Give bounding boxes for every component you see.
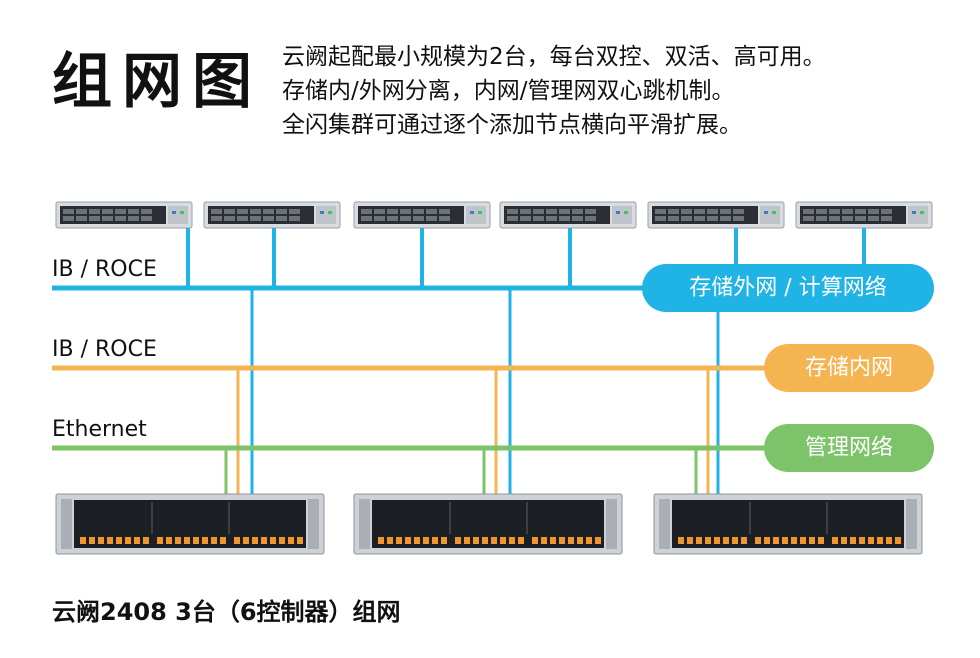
storage-links-internal	[236, 368, 710, 494]
storage-array-2u-icon	[55, 493, 325, 555]
storage-links-external	[250, 288, 720, 494]
storage-array-2u-icon	[353, 493, 623, 555]
pill-external-network-text: 存储外网 / 计算网络	[689, 276, 886, 301]
network-label-internal: IB / ROCE	[52, 337, 157, 362]
rack-server-1u-icon	[203, 201, 341, 229]
description-line-1: 云阙起配最小规模为2台，每台双控、双活、高可用。	[282, 44, 826, 70]
rack-server-1u-icon	[353, 201, 491, 229]
pill-external-network: 存储外网 / 计算网络	[642, 264, 934, 312]
storage-array-2u-icon	[653, 493, 923, 555]
description-line-3: 全闪集群可通过逐个添加节点横向平滑扩展。	[282, 112, 742, 138]
rack-server-1u-icon	[499, 201, 637, 229]
pill-internal-network: 存储内网	[764, 344, 934, 392]
pill-internal-network-text: 存储内网	[805, 356, 893, 381]
rack-server-1u-icon	[795, 201, 933, 229]
rack-server-1u-icon	[55, 201, 193, 229]
compute-servers	[55, 201, 933, 229]
page-title: 组网图	[52, 47, 262, 117]
rack-server-1u-icon	[647, 201, 785, 229]
diagram-caption: 云阙2408 3台（6控制器）组网	[52, 598, 401, 626]
description-line-2: 存储内/外网分离，内网/管理网双心跳机制。	[282, 78, 735, 104]
network-label-management: Ethernet	[52, 417, 147, 442]
storage-nodes	[55, 493, 923, 555]
storage-links-management	[224, 448, 698, 494]
compute-uplinks	[186, 228, 866, 288]
pill-management-network: 管理网络	[764, 424, 934, 472]
pill-management-network-text: 管理网络	[805, 436, 893, 461]
description: 云阙起配最小规模为2台，每台双控、双活、高可用。 存储内/外网分离，内网/管理网…	[282, 40, 826, 142]
network-label-external: IB / ROCE	[52, 257, 157, 282]
